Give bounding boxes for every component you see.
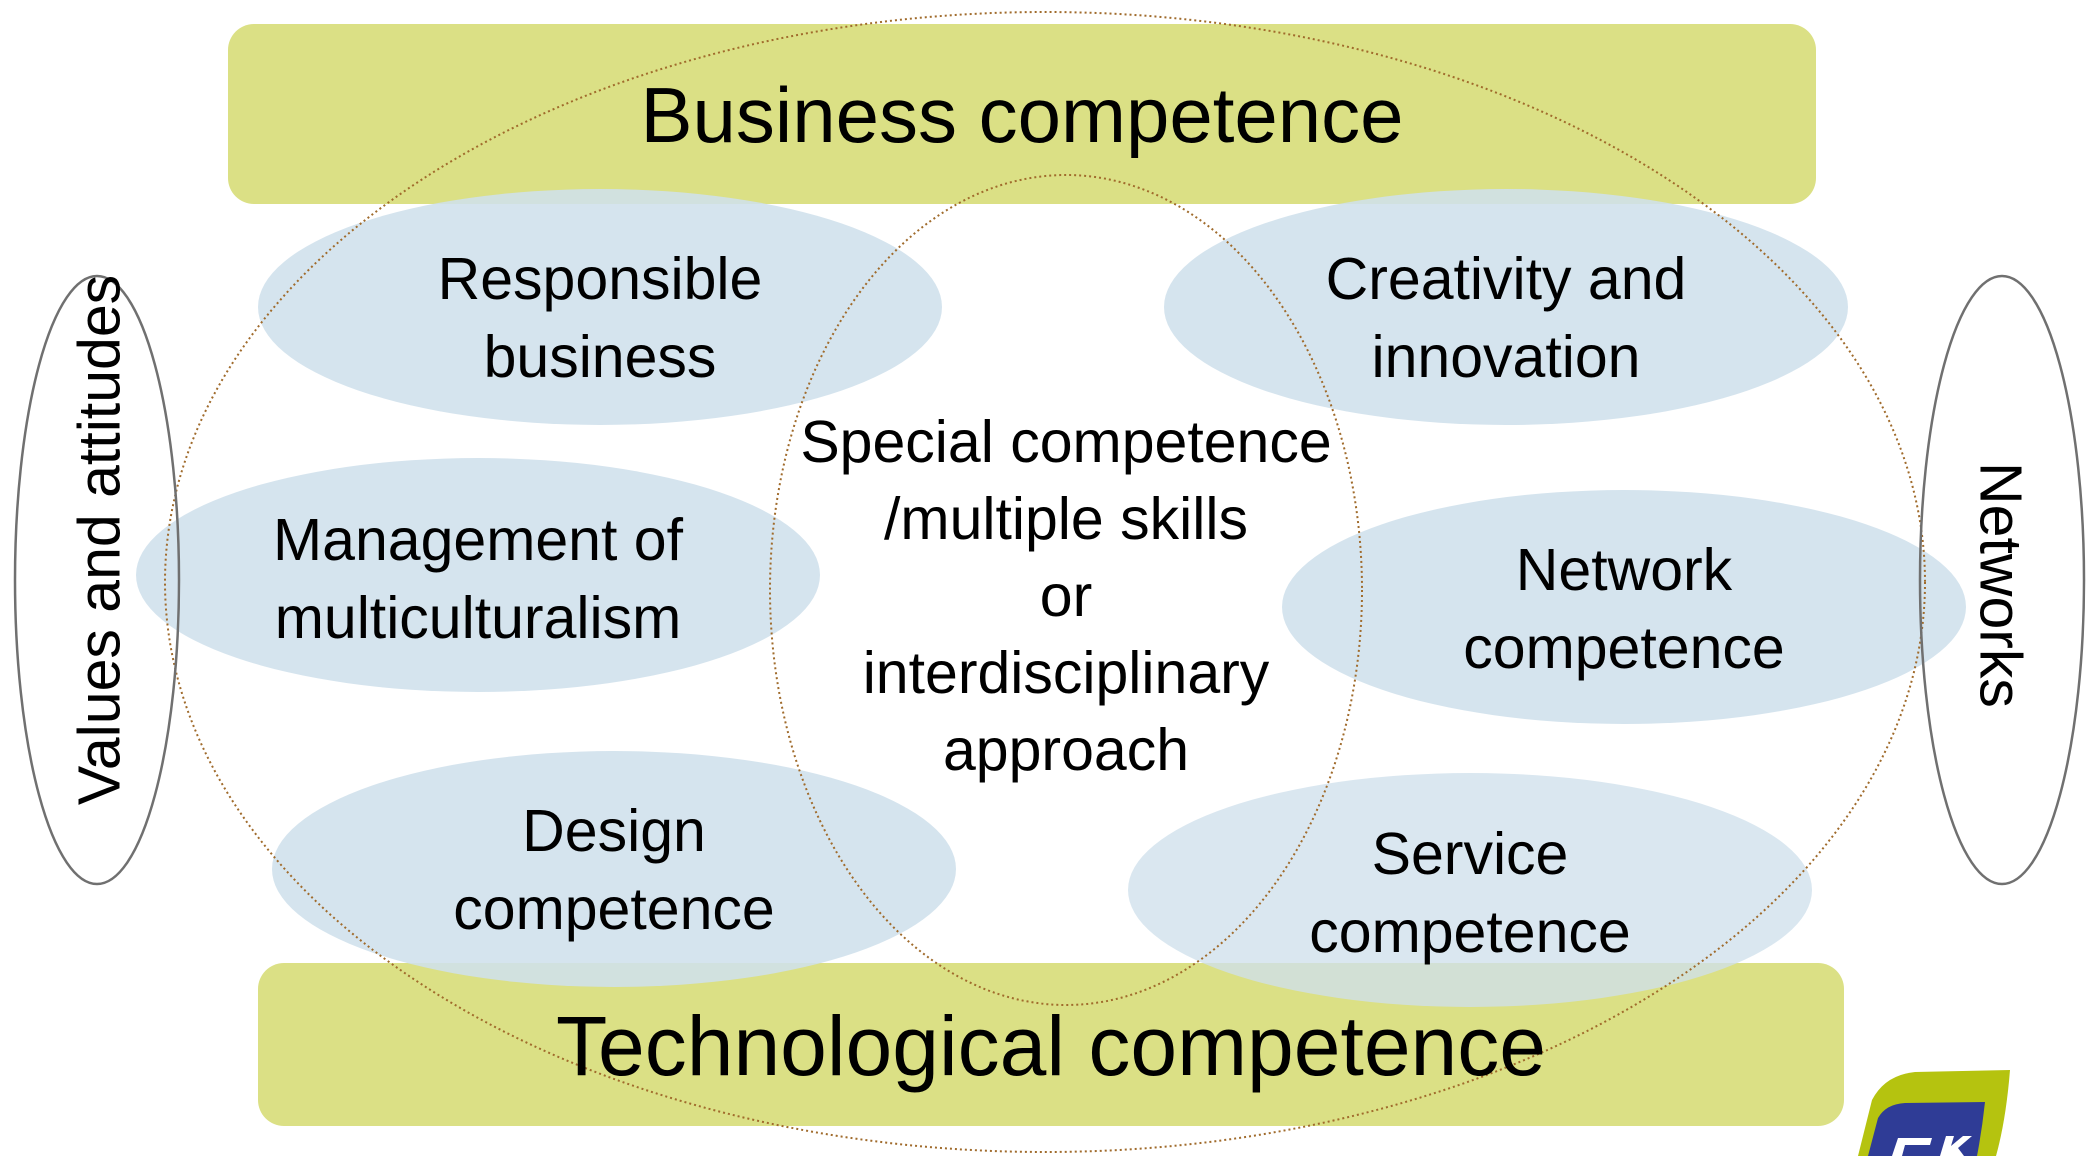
business-competence-bar	[228, 24, 1816, 204]
outer-dotted-ellipse	[164, 11, 1926, 1153]
multiculturalism-label: Management of multiculturalism	[273, 507, 683, 651]
design-competence-label: Design competence	[453, 798, 775, 942]
service-competence-ellipse	[1128, 773, 1812, 1007]
design-competence-ellipse	[272, 751, 956, 987]
values-attitudes-label: Values and attitudes	[66, 274, 133, 806]
creativity-innovation-label: Creativity and innovation	[1325, 246, 1687, 390]
service-competence-label: Service competence	[1309, 821, 1631, 965]
responsible-business-ellipse	[258, 189, 942, 425]
organization-logo-icon	[1858, 1070, 2010, 1156]
multiculturalism-ellipse	[136, 458, 820, 692]
network-competence-ellipse	[1282, 490, 1966, 724]
networks-label: Networks	[1967, 462, 2034, 708]
values-attitudes-outline	[13, 274, 181, 886]
technological-competence-label: Technological competence	[556, 999, 1546, 1093]
center-dotted-ellipse	[769, 174, 1363, 1006]
center-approach-label: Special competence /multiple skills or i…	[800, 409, 1332, 783]
creativity-innovation-ellipse	[1164, 189, 1848, 425]
network-competence-label: Network competence	[1463, 537, 1785, 681]
business-competence-label: Business competence	[640, 71, 1404, 159]
responsible-business-label: Responsible business	[437, 246, 763, 390]
networks-outline	[1918, 274, 2086, 886]
